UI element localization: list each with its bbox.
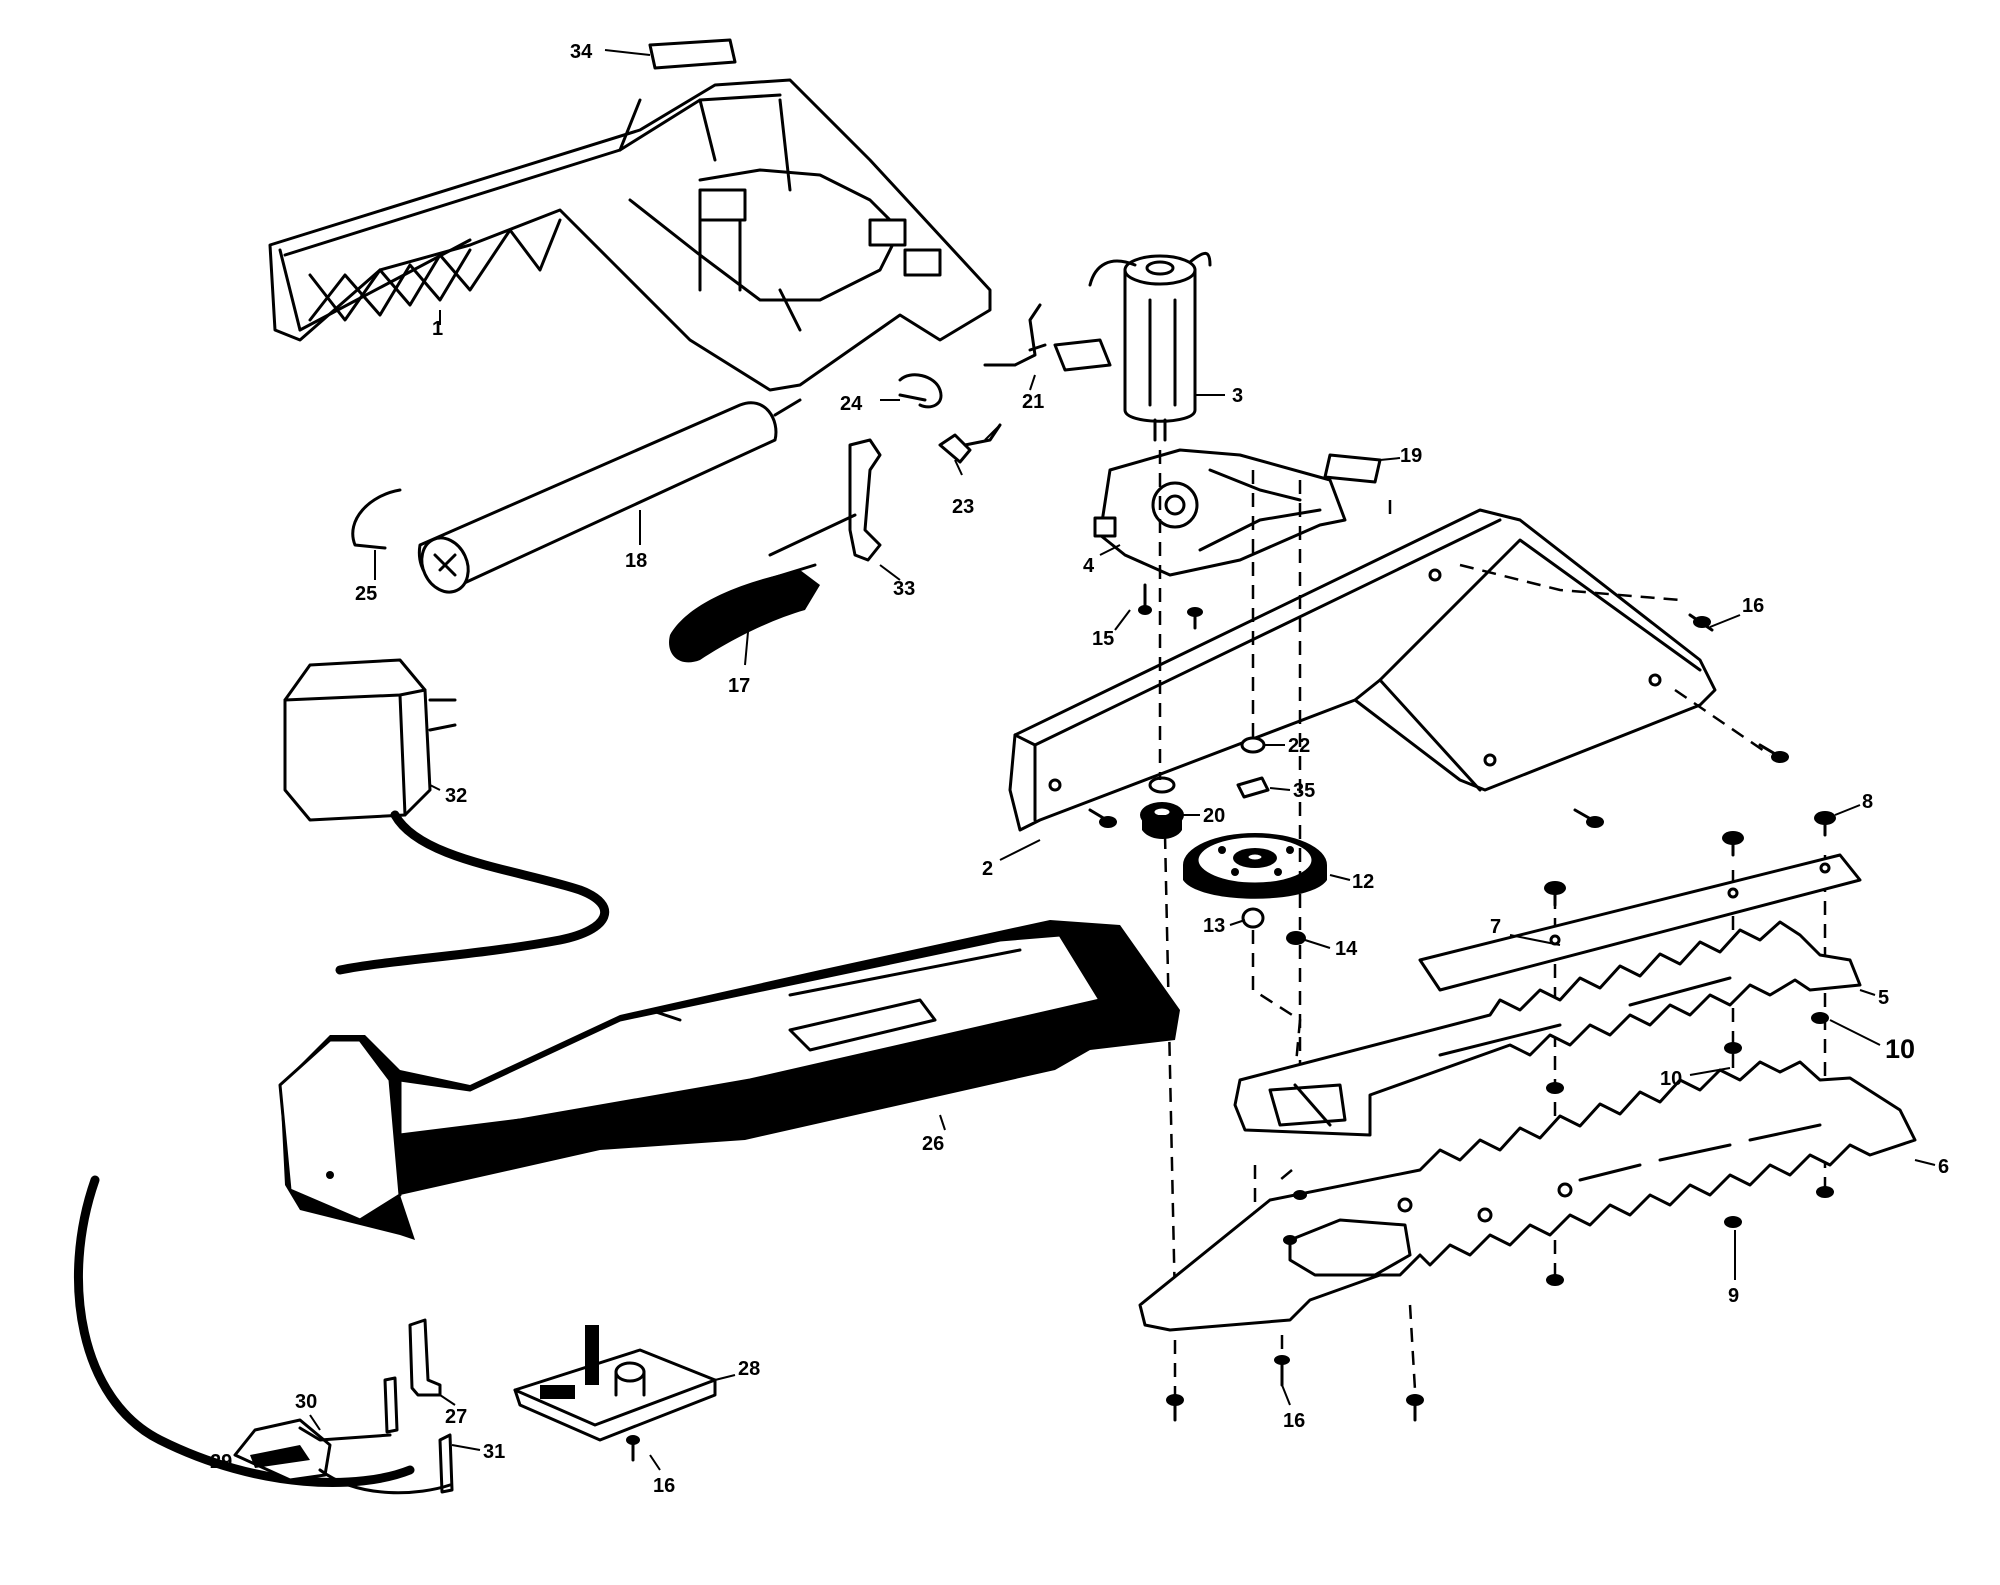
part-31-contact <box>318 1433 454 1495</box>
part-22-washer <box>1240 736 1266 754</box>
callout-19: 19 <box>1400 445 1422 467</box>
callout-24: 24 <box>840 393 863 415</box>
screw-16-right <box>1758 743 1789 763</box>
callout-35: 35 <box>1293 780 1315 802</box>
part-7-top-plate <box>1418 853 1862 992</box>
callout-27: 27 <box>445 1406 467 1428</box>
callout-30: 30 <box>295 1391 317 1413</box>
callout-20: 20 <box>1203 805 1225 827</box>
callout-32: 32 <box>445 785 467 807</box>
bottom-screws <box>1166 1355 1424 1422</box>
callout-14: 14 <box>1335 938 1358 960</box>
callout-31: 31 <box>483 1441 505 1463</box>
callout-4: 4 <box>1083 555 1095 577</box>
part-29-terminal-block <box>233 1418 332 1482</box>
part-25-wire <box>351 488 402 550</box>
part-10-spacers <box>1546 1012 1829 1094</box>
part-32-charger <box>283 658 609 975</box>
callout-22: 22 <box>1288 735 1310 757</box>
part-13-bushing <box>1241 907 1265 929</box>
part-17-trigger <box>669 563 820 663</box>
callout-labels: 34 1 3 19 21 24 23 18 25 33 17 4 15 16 2… <box>210 41 1949 1497</box>
part-14-washer <box>1286 931 1306 945</box>
part-33-switch-lever <box>768 438 882 562</box>
part-19-brush <box>1323 453 1382 484</box>
callout-1: 1 <box>432 318 443 340</box>
part-6-lower-blade <box>1138 1060 1917 1332</box>
callout-16-top: 16 <box>1742 595 1764 617</box>
callout-18: 18 <box>625 550 647 572</box>
callout-16-bottom: 16 <box>1283 1410 1305 1432</box>
callout-15: 15 <box>1092 628 1114 650</box>
screw-cover-left <box>1088 808 1117 828</box>
callout-3: 3 <box>1232 385 1243 407</box>
part-9-spacers <box>1283 1186 1834 1286</box>
callout-26: 26 <box>922 1133 944 1155</box>
callout-9: 9 <box>1728 1285 1739 1307</box>
part-21-spring <box>983 303 1047 367</box>
callout-13: 13 <box>1203 915 1225 937</box>
part-3-motor <box>1088 251 1212 442</box>
part-2-blade-cover <box>1008 508 1717 832</box>
power-cord <box>74 1175 415 1487</box>
screw-16-top <box>1688 613 1714 632</box>
callout-17: 17 <box>728 675 750 697</box>
part-4-gear-housing <box>1093 448 1347 577</box>
screw-near-15 <box>1187 607 1203 630</box>
callout-25: 25 <box>355 583 377 605</box>
callout-8: 8 <box>1862 791 1873 813</box>
part-15-screw <box>1138 583 1152 615</box>
part-34-label <box>648 38 737 70</box>
callout-33: 33 <box>893 578 915 600</box>
part-30-wire <box>298 1376 399 1442</box>
brush-block <box>1053 338 1112 372</box>
callout-28: 28 <box>738 1358 760 1380</box>
leader-lines <box>257 49 1936 1471</box>
callout-16-board: 16 <box>653 1475 675 1497</box>
part-1-upper-housing <box>268 78 992 392</box>
part-8-screws <box>1544 811 1836 907</box>
part-24-clip <box>898 373 943 409</box>
part-20-bearing <box>1140 776 1184 839</box>
callout-2: 2 <box>982 858 993 880</box>
part-12-gear <box>1183 833 1327 899</box>
callout-7: 7 <box>1490 916 1501 938</box>
callout-6: 6 <box>1938 1156 1949 1178</box>
part-27-contact <box>408 1318 442 1397</box>
part-5-upper-blade <box>1233 920 1862 1137</box>
part-35-washer <box>1236 776 1270 799</box>
part-28-circuit-board <box>513 1325 717 1462</box>
callout-23: 23 <box>952 496 974 518</box>
callout-29: 29 <box>210 1451 232 1473</box>
callout-10-right: 10 <box>1885 1034 1915 1064</box>
callout-34: 34 <box>570 41 593 63</box>
callout-10-mid: 10 <box>1660 1068 1682 1090</box>
callout-12: 12 <box>1352 871 1374 893</box>
part-26-base <box>278 920 1180 1240</box>
screw-cover-bottom <box>1573 808 1604 828</box>
callout-21: 21 <box>1022 391 1044 413</box>
part-23-contact <box>938 423 1002 464</box>
callout-5: 5 <box>1878 987 1889 1009</box>
part-18-battery <box>417 398 802 594</box>
